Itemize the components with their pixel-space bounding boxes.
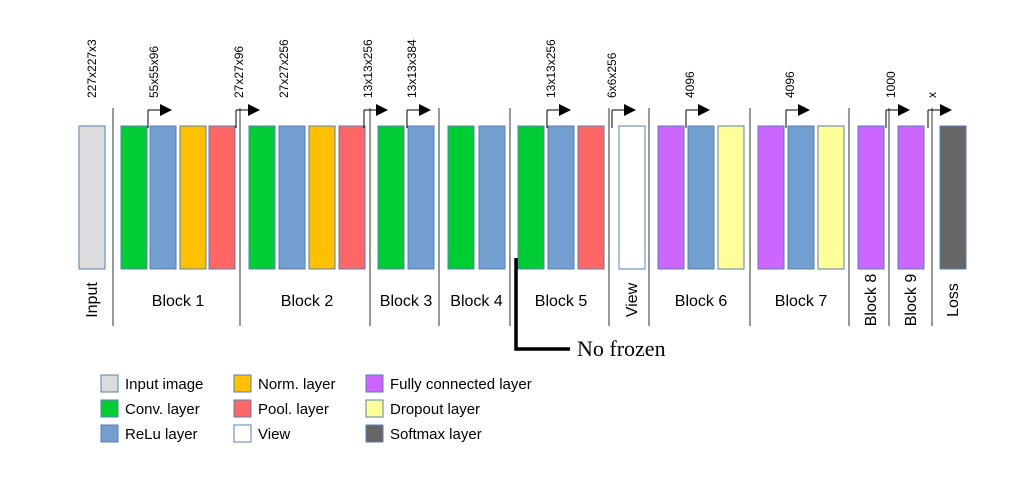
block2-relu-layer (278, 125, 306, 270)
legend-label: Dropout layer (390, 401, 480, 418)
block5-conv-layer (517, 125, 545, 270)
dimension-label: 13x13x256 (361, 39, 375, 98)
block1-conv-layer (120, 125, 148, 270)
block5-relu-layer (547, 125, 575, 270)
dimension-label: 6x6x256 (605, 52, 619, 98)
dimension-label: 4096 (683, 71, 697, 98)
block7-fc-layer (757, 125, 785, 270)
block9-fc-layer (897, 125, 925, 270)
no-frozen-label: No frozen (577, 336, 666, 361)
legend-swatch (365, 424, 384, 443)
dimension-label: 27x27x96 (232, 46, 246, 98)
legend-swatch (100, 399, 119, 418)
group-separators (112, 108, 933, 326)
dimension-label: 4096 (783, 71, 797, 98)
dimension-arrow (611, 104, 636, 128)
dimension-arrow (147, 104, 172, 128)
dimension-label: 13x13x256 (544, 39, 558, 98)
legend-label: Fully connected layer (390, 376, 532, 393)
legend-swatch (233, 424, 252, 443)
legend-swatch (233, 374, 252, 393)
block8-fc-layer (857, 125, 885, 270)
legend-item-input: Input image (100, 374, 203, 393)
no-frozen-bracket (514, 258, 570, 351)
legend-item-norm: Norm. layer (233, 374, 336, 393)
dimension-label: 1000 (884, 71, 898, 98)
dimension-arrow (785, 104, 810, 128)
block7-relu-layer (787, 125, 815, 270)
legend-item-softmax: Softmax layer (365, 424, 482, 443)
block4-conv-layer (447, 125, 475, 270)
legend-label: Input image (125, 376, 203, 393)
dimension-label: 27x27x256 (277, 39, 291, 98)
block2-conv-layer (248, 125, 276, 270)
block2-pool-layer (338, 125, 366, 270)
block6-fc-layer (657, 125, 685, 270)
dimension-arrow (406, 104, 431, 128)
dimension-label: 13x13x384 (405, 39, 419, 98)
group-labels: Input Block 1 Block 2 Block 3 Block 4 Block 5… (84, 274, 962, 327)
block4-label: Block 4 (450, 293, 503, 310)
loss-label: Loss (945, 283, 962, 317)
block3-conv-layer (377, 125, 405, 270)
legend-label: Conv. layer (125, 401, 200, 418)
block7-dropout-layer (817, 125, 845, 270)
legend-item-view: View (233, 424, 290, 443)
no-frozen-annotation: No frozen (514, 258, 666, 361)
block5-pool-layer (577, 125, 605, 270)
legend-item-fc: Fully connected layer (365, 374, 532, 393)
block1-norm-layer (179, 125, 207, 270)
block6-dropout-layer (717, 125, 745, 270)
layer-blocks (78, 125, 967, 270)
dimension-label: x (925, 92, 939, 98)
block3-label: Block 3 (380, 293, 433, 310)
legend-swatch (365, 399, 384, 418)
dimension-labels: 227x227x3 55x55x96 27x27x96 27x27x256 13x13x… (85, 39, 952, 128)
block3-relu-layer (407, 125, 435, 270)
dimension-arrow (546, 104, 571, 128)
input-input-layer (78, 125, 106, 270)
dimension-arrow (927, 104, 952, 128)
legend-label: ReLu layer (125, 426, 198, 443)
legend-item-conv: Conv. layer (100, 399, 200, 418)
block8-label: Block 8 (863, 274, 880, 327)
view-view-layer (618, 125, 646, 270)
legend-label: Norm. layer (258, 376, 336, 393)
legend-item-pool: Pool. layer (233, 399, 329, 418)
block2-norm-layer (308, 125, 336, 270)
dimension-label: 55x55x96 (147, 46, 161, 98)
legend-item-relu: ReLu layer (100, 424, 198, 443)
block1-label: Block 1 (152, 293, 205, 310)
dimension-arrow (235, 104, 260, 128)
block4-relu-layer (478, 125, 506, 270)
legend-swatch (100, 374, 119, 393)
block5-label: Block 5 (535, 293, 588, 310)
dimension-arrow (885, 104, 910, 128)
block6-label: Block 6 (675, 293, 728, 310)
legend-label: Softmax layer (390, 426, 482, 443)
legend-swatch (100, 424, 119, 443)
legend-label: Pool. layer (258, 401, 329, 418)
legend-swatch (233, 399, 252, 418)
legend-label: View (258, 426, 290, 443)
block1-relu-layer (149, 125, 177, 270)
block7-label: Block 7 (775, 293, 828, 310)
legend-swatch (365, 374, 384, 393)
block6-relu-layer (687, 125, 715, 270)
view-label: View (624, 282, 641, 317)
block1-pool-layer (208, 125, 236, 270)
input-label: Input (84, 282, 101, 318)
dimension-label: 227x227x3 (85, 39, 99, 98)
dimension-arrow (363, 104, 388, 128)
block9-label: Block 9 (903, 274, 920, 327)
block2-label: Block 2 (281, 293, 334, 310)
legend-item-dropout: Dropout layer (365, 399, 480, 418)
loss-softmax-layer (939, 125, 967, 270)
dimension-arrow (685, 104, 710, 128)
